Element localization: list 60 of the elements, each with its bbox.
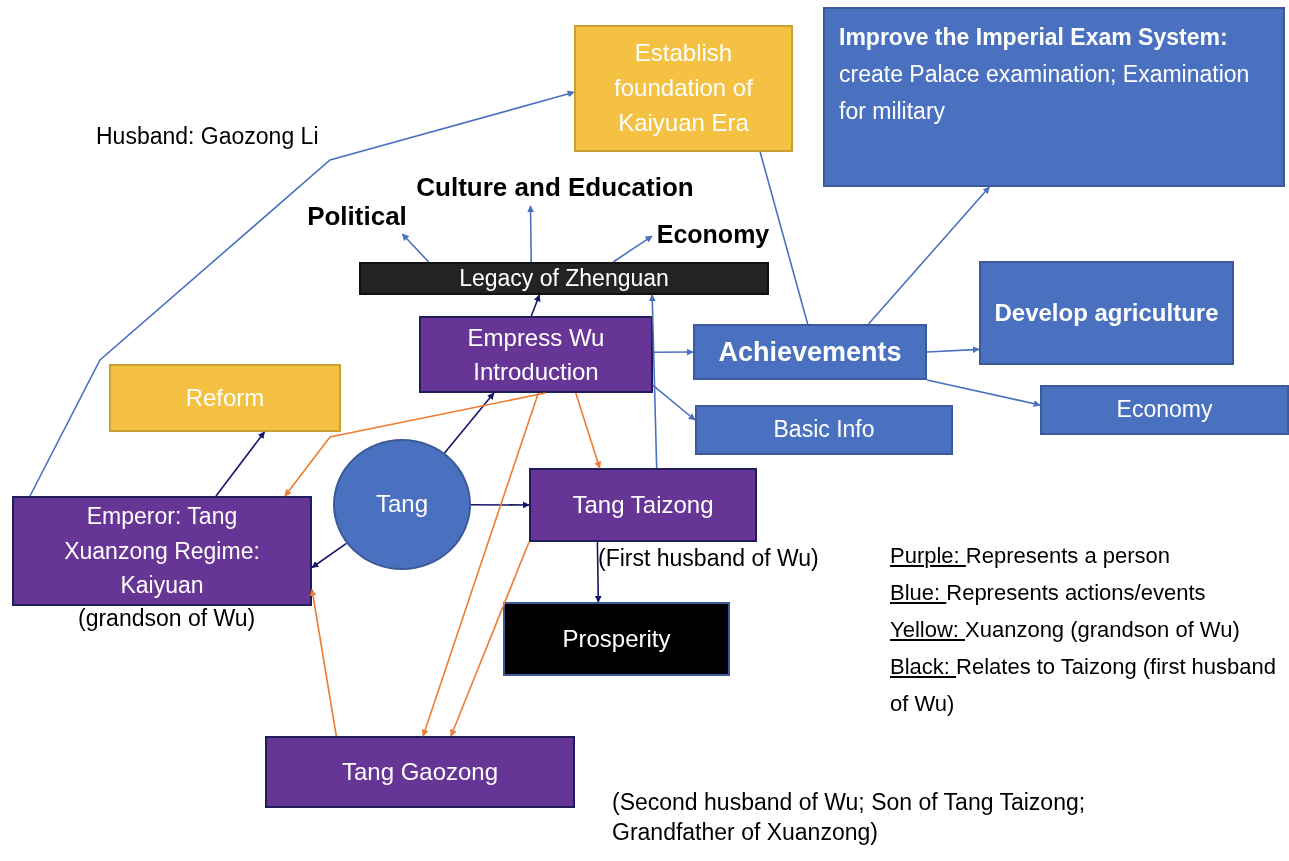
box-text: Legacy of Zhenguan: [459, 264, 669, 293]
box-text: Economy: [1116, 396, 1213, 424]
arrow: [215, 431, 266, 497]
box-text: Develop agriculture: [994, 297, 1219, 328]
legend-entry: Yellow: Xuanzong (grandson of Wu): [890, 616, 1241, 644]
legacy-bar: [359, 262, 769, 295]
arrow: [450, 541, 530, 737]
arrow: [421, 392, 540, 737]
box-text: Reform: [185, 383, 265, 413]
legend-entry: Purple: Represents a person: [890, 542, 1172, 570]
box-text: Empress Wu Introduction: [466, 322, 606, 387]
arrow: [311, 542, 348, 569]
event-box: [823, 7, 1285, 187]
box-text: Tang: [375, 490, 428, 519]
arrow: [926, 379, 1041, 408]
box-text: Tang Taizong: [572, 490, 714, 520]
event-box: [109, 364, 341, 432]
legend-entry: Black: Relates to Taizong (first husband of Wu): [890, 653, 1278, 718]
arrow: [594, 541, 602, 603]
arrow: [527, 205, 535, 263]
box-text: Tang Gaozong: [341, 757, 499, 787]
box-text: Basic Info: [773, 416, 875, 444]
note-text: Husband: Gaozong Li: [96, 122, 320, 151]
person-box: [265, 736, 575, 808]
arrow: [652, 384, 696, 421]
arrow: [401, 233, 430, 263]
topic-text: Political: [307, 201, 407, 233]
topic-text: Economy: [656, 219, 770, 249]
event-box: [574, 25, 793, 152]
arrow: [612, 235, 653, 263]
event-box: [695, 405, 953, 455]
topic-text: Culture and Education: [416, 172, 694, 204]
person-box: [419, 316, 653, 393]
arrow: [652, 348, 694, 356]
arrow: [309, 588, 338, 737]
box-text: Prosperity: [562, 624, 671, 654]
event-box: [979, 261, 1234, 365]
event-box: [693, 324, 927, 380]
arrow: [867, 186, 991, 325]
arrow: [29, 90, 575, 497]
legend-entry: Blue: Represents actions/events: [890, 579, 1207, 607]
arrow: [530, 294, 541, 317]
event-box: [1040, 385, 1289, 435]
box-text: Achievements: [718, 335, 902, 369]
arrow: [470, 501, 530, 509]
note-text: (First husband of Wu): [598, 544, 820, 573]
box-text: Emperor: Tang Xuanzong Regime: Kaiyuan: [63, 502, 261, 601]
arrow: [648, 294, 658, 469]
box-text: create Palace examination; Examination for military: [839, 59, 1251, 126]
note-text: (Second husband of Wu; Son of Tang Taizong; Grandfather of Xuanzong): [612, 788, 1087, 847]
arrow: [443, 392, 495, 454]
note-text: (grandson of Wu): [78, 604, 257, 633]
person-box: [12, 496, 312, 606]
person-box: [529, 468, 757, 542]
event-box: [503, 602, 730, 676]
box-text: Establish foundation of Kaiyuan Era: [613, 38, 754, 138]
arrow: [575, 392, 602, 469]
box-heading: Improve the Imperial Exam System:: [839, 23, 1228, 52]
arrow: [284, 392, 547, 497]
arrow: [926, 346, 980, 354]
